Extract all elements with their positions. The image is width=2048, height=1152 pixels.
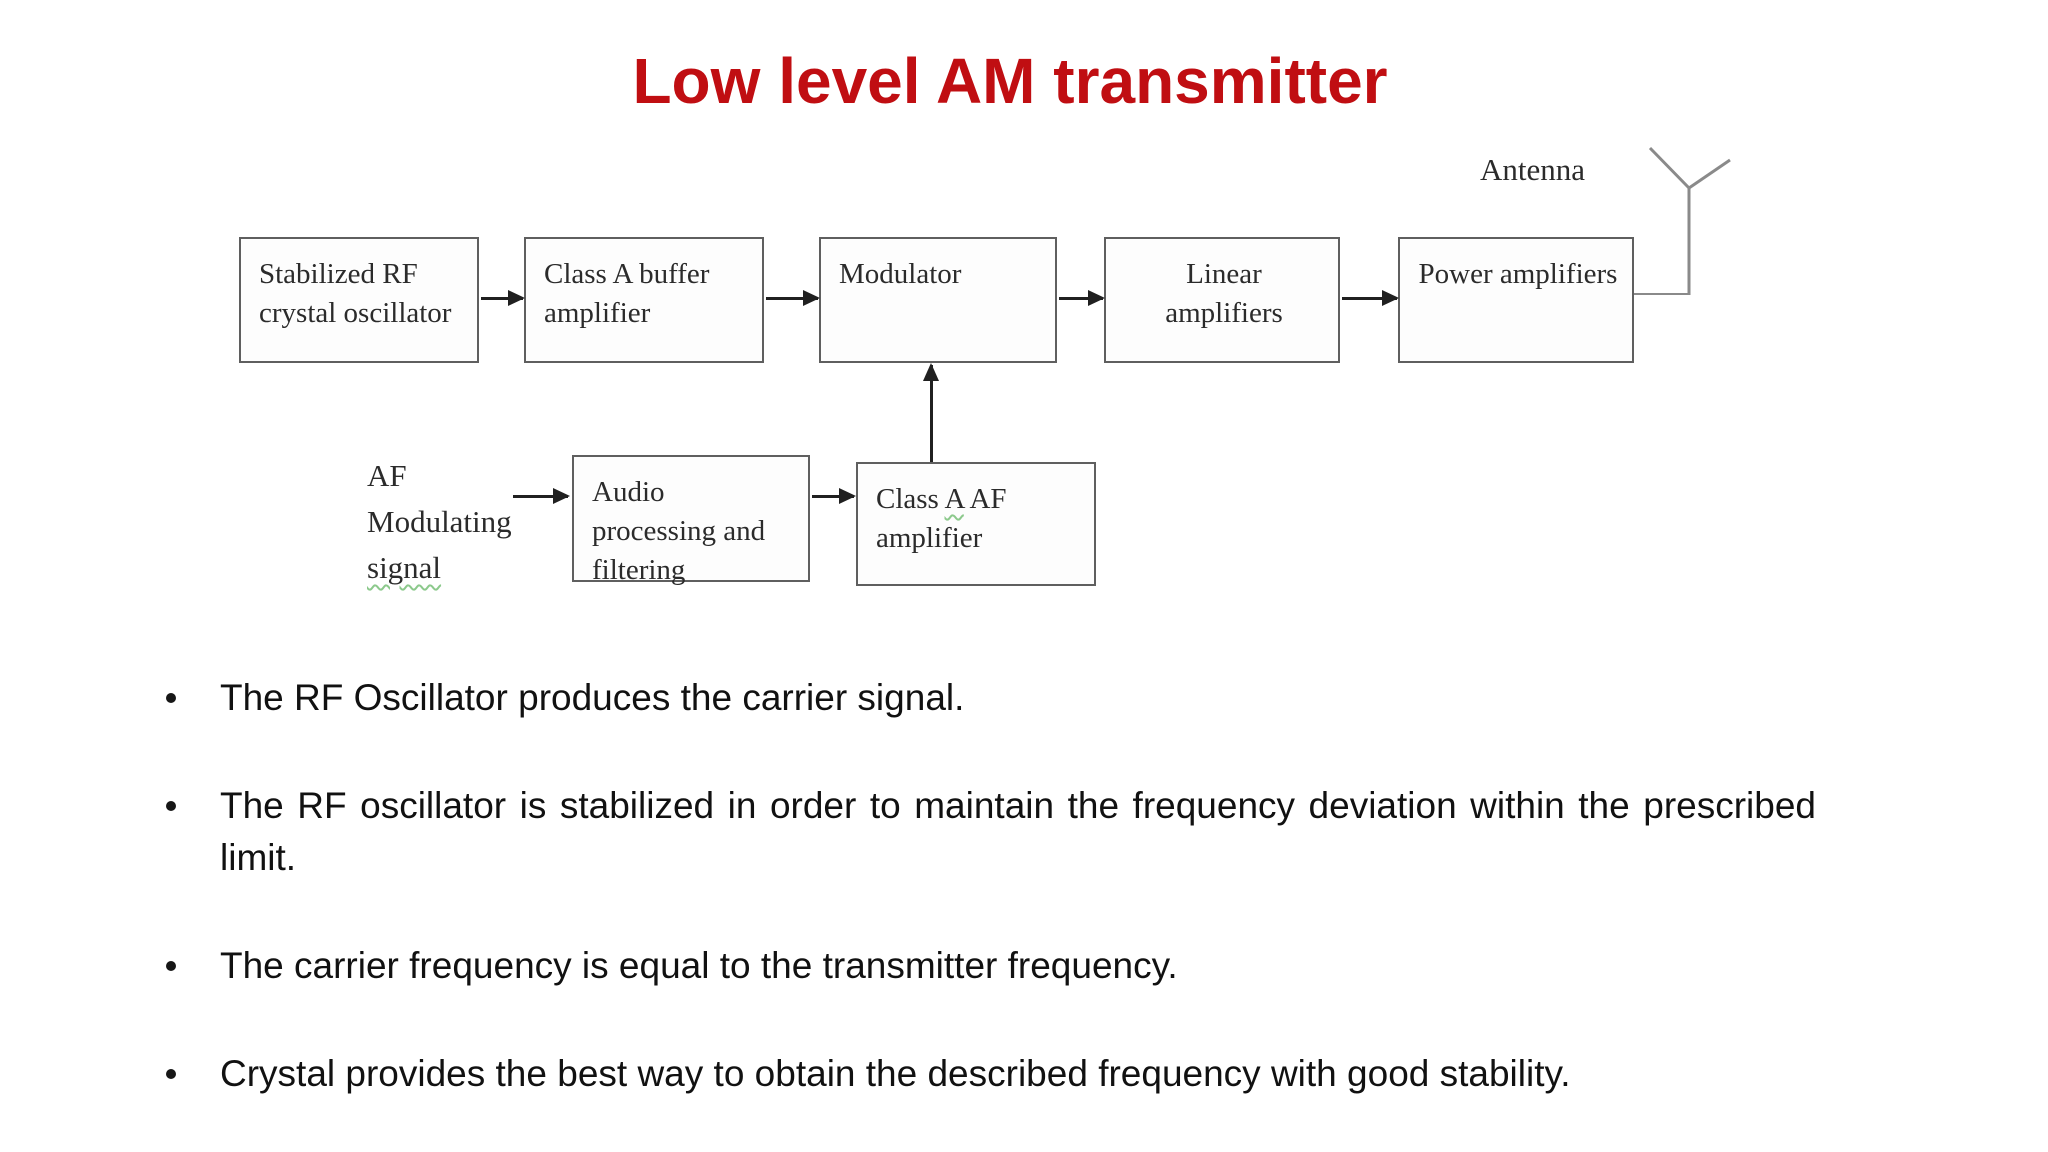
- bullet-item: The carrier frequency is equal to the tr…: [164, 940, 1816, 992]
- am-transmitter-block-diagram: Stabilized RF crystal oscillator Class A…: [239, 146, 1731, 591]
- block-class-a-af-amplifier: Class A AF amplifier: [856, 462, 1096, 586]
- block-label: Stabilized RF crystal oscillator: [259, 258, 452, 329]
- block-label: Power amplifiers: [1418, 258, 1618, 290]
- block-label: Class A AF amplifier: [876, 483, 1007, 554]
- slide-title: Low level AM transmitter: [632, 45, 1388, 117]
- block-modulator: Modulator: [819, 237, 1057, 363]
- flow-arrow-icon: [1342, 290, 1399, 306]
- af-modulating-signal-label: AF Modulating signal: [367, 453, 512, 591]
- flow-arrow-icon: [812, 488, 856, 504]
- block-audio-processing-filtering: Audio processing and filtering: [572, 455, 810, 586]
- bullet-item: The RF Oscillator produces the carrier s…: [164, 672, 1816, 724]
- block-label: Class A buffer amplifier: [544, 258, 710, 329]
- flow-arrow-icon: [766, 290, 820, 306]
- antenna-label: Antenna: [1480, 152, 1586, 187]
- block-stabilized-rf-crystal-oscillator: Stabilized RF crystal oscillator: [239, 237, 479, 363]
- block-linear-amplifiers: Linear amplifiers: [1104, 237, 1340, 363]
- af-label-line: signal: [367, 550, 442, 585]
- block-label: Audio processing and filtering: [592, 476, 766, 586]
- flow-arrow-icon: [481, 290, 525, 306]
- block-class-a-buffer-amplifier: Class A buffer amplifier: [524, 237, 764, 363]
- af-label-line: AF: [367, 458, 407, 493]
- block-power-amplifiers: Power amplifiers: [1398, 237, 1634, 363]
- af-label-line: Modulating: [367, 504, 512, 539]
- flow-arrow-icon: [1059, 290, 1105, 306]
- bullet-item: The RF oscillator is stabilized in order…: [164, 780, 1816, 884]
- antenna-icon: [1648, 146, 1731, 295]
- block-label: Modulator: [839, 258, 962, 290]
- bullet-list: The RF Oscillator produces the carrier s…: [164, 672, 1816, 1152]
- antenna-feed-line: [1634, 293, 1690, 295]
- block-label: Linear amplifiers: [1165, 258, 1283, 329]
- flow-arrow-icon: [513, 488, 570, 504]
- bullet-item: Crystal provides the best way to obtain …: [164, 1048, 1816, 1100]
- flow-arrow-up-icon: [923, 363, 939, 462]
